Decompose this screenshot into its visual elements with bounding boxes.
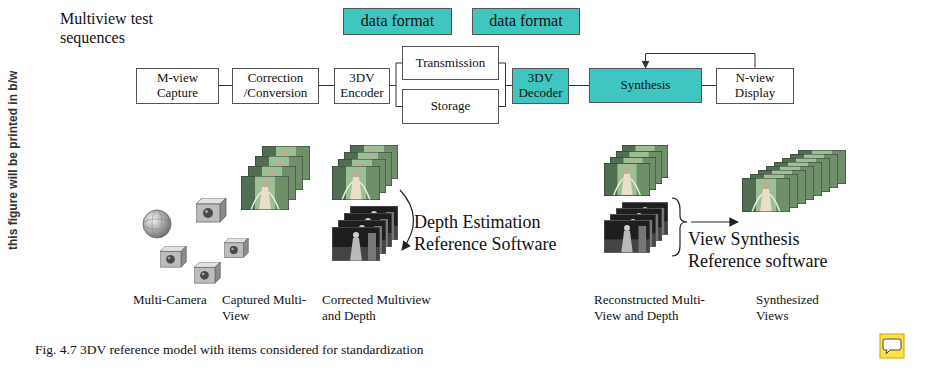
process-box: M-view Capture	[136, 68, 219, 104]
depth-frame	[332, 227, 380, 261]
flow-line	[390, 63, 402, 86]
process-label: View Synthesis Reference software	[688, 229, 868, 272]
flow-line	[319, 85, 334, 86]
image-frame	[332, 166, 380, 200]
sphere-camera	[143, 210, 171, 238]
box-text: N-view Display	[720, 71, 790, 101]
print-note: this figure will be printed in b/w	[5, 0, 21, 250]
flow-line	[499, 86, 512, 107]
flow-line	[702, 85, 716, 86]
process-box: 3DV Encoder	[334, 68, 390, 104]
channel-box: Storage	[402, 89, 499, 124]
box-text: Storage	[431, 99, 471, 114]
comment-icon	[880, 334, 904, 358]
figure-label: Reconstructed Multi- View and Depth	[594, 292, 712, 323]
curved-arrow	[400, 190, 414, 250]
box-text: Correction /Conversion	[236, 71, 315, 101]
camera-icon	[194, 262, 220, 283]
figure-label: Captured Multi- View	[222, 292, 317, 323]
flow-line	[390, 86, 402, 107]
synthesized-stack	[742, 150, 846, 212]
camera-icon	[160, 246, 186, 267]
box-text: Transmission	[416, 56, 486, 71]
box-text: data format	[361, 12, 434, 30]
depth-frame	[604, 220, 650, 253]
channel-box: Transmission	[402, 46, 499, 80]
figure-label: Synthesized Views	[756, 292, 838, 323]
section-heading: Multiview test sequences	[60, 9, 180, 47]
image-frame	[742, 178, 790, 212]
image-frame	[604, 163, 650, 196]
process-box: 3DV Decoder	[512, 68, 569, 104]
process-box: Synthesis	[589, 68, 702, 103]
process-label: Depth Estimation Reference Software	[414, 212, 604, 255]
camera-icon	[224, 238, 248, 257]
sphere-grid	[143, 219, 171, 229]
camera-rig	[143, 198, 248, 283]
flow-arrow	[646, 54, 756, 69]
corrected-stack	[332, 145, 398, 261]
box-text: M-view Capture	[140, 71, 215, 101]
flow-line	[569, 85, 589, 86]
figure-label: Multi-Camera	[133, 292, 215, 308]
flow-line	[499, 63, 512, 86]
camera-icon	[196, 198, 226, 222]
comment-badge	[880, 334, 904, 358]
synthesis-arrow	[691, 221, 738, 222]
brace	[672, 198, 687, 256]
figure-caption: Fig. 4.7 3DV reference model with items …	[35, 342, 424, 358]
reconstructed-stack	[604, 145, 668, 253]
box-text: Synthesis	[621, 78, 671, 93]
display-box: N-view Display	[716, 68, 794, 104]
format-tag: data format	[343, 8, 452, 35]
sphere-grid	[152, 210, 162, 238]
process-box: Correction /Conversion	[232, 68, 319, 104]
flow-line	[219, 85, 232, 86]
box-text: 3DV Decoder	[516, 71, 565, 101]
comment-bubble	[883, 339, 901, 354]
captured-stack	[241, 146, 310, 210]
format-tag: data format	[472, 8, 580, 35]
box-text: data format	[489, 12, 562, 30]
figure-label: Corrected Multiview and Depth	[322, 292, 437, 323]
image-frame	[241, 176, 289, 210]
box-text: 3DV Encoder	[338, 71, 386, 101]
